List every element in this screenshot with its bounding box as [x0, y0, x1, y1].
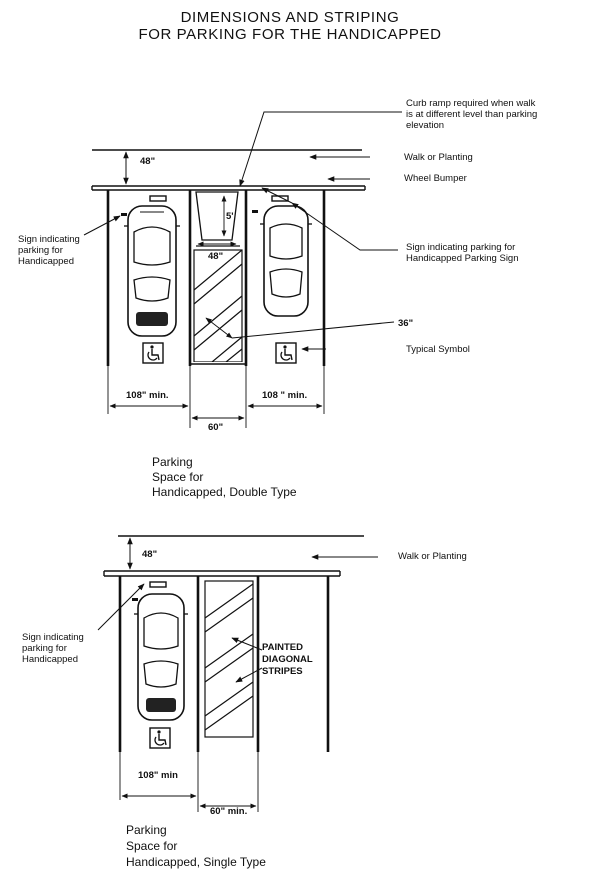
curb-ramp-line-1: Curb ramp required when walk [406, 98, 536, 109]
dim-60-label: 60" [208, 422, 223, 433]
sign-right-line-1: Sign indicating parking for [406, 242, 515, 253]
sign-plate-left [149, 195, 167, 202]
caption-double-3: Handicapped, Double Type [152, 485, 297, 499]
curb-ramp-leader [239, 111, 402, 187]
single-walk-label: Walk or Planting [398, 551, 467, 562]
sign-right-leader-1 [291, 202, 398, 251]
car-right [260, 205, 312, 317]
title-line-1: DIMENSIONS AND STRIPING [181, 9, 400, 26]
sign-left-line-1: Sign indicating [18, 234, 80, 245]
car-left [124, 205, 180, 337]
sign-right-line-2: Handicapped Parking Sign [406, 253, 519, 264]
sign-right-leader-2 [261, 187, 293, 204]
wheelchair-symbol-right-icon [275, 342, 297, 364]
single-type-diagram: 48" Walk or Planting PAINTED DIAGONAL ST… [22, 535, 467, 869]
painted-line-3: STRIPES [262, 666, 303, 677]
single-dim-48-label: 48" [142, 549, 157, 560]
single-wheelchair-symbol-icon [149, 727, 171, 749]
curb-ramp-line-2: is at different level than parking [406, 109, 537, 120]
dim-48-label: 48" [140, 156, 155, 167]
title-line-2: FOR PARKING FOR THE HANDICAPPED [138, 26, 441, 43]
caption-single-2: Space for [126, 839, 177, 853]
caption-single-3: Handicapped, Single Type [126, 855, 266, 869]
diagonal-stripes [193, 249, 243, 362]
sign-left-line-3: Handicapped [18, 256, 74, 267]
sign-left-leader [83, 215, 121, 236]
single-sign-line-3: Handicapped [22, 654, 78, 665]
caption-single-1: Parking [126, 823, 167, 837]
single-car [134, 593, 188, 721]
dim-5-label: 5' [226, 211, 234, 222]
sign-plate-right [271, 195, 289, 202]
single-sign-line-1: Sign indicating [22, 632, 84, 643]
single-sign-line-2: parking for [22, 643, 67, 654]
curb-ramp-line-3: elevation [406, 120, 444, 131]
sign-left-line-2: parking for [18, 245, 63, 256]
caption-double-1: Parking [152, 455, 193, 469]
dim-36-leader [231, 321, 395, 339]
caption-double-2: Space for [152, 470, 203, 484]
painted-line-1: PAINTED [262, 642, 303, 653]
painted-line-2: DIAGONAL [262, 654, 313, 665]
walk-label: Walk or Planting [404, 152, 473, 163]
dim-108-right-label: 108 " min. [262, 390, 307, 401]
dim-36-label: 36" [398, 318, 413, 329]
curb-ramp [195, 191, 239, 241]
single-dim-60-label: 60" min. [210, 806, 247, 817]
single-dim-108-label: 108" min [138, 770, 178, 781]
wheelchair-symbol-left-icon [142, 342, 164, 364]
double-type-diagram: 48" 5' 48" 36" [18, 98, 537, 499]
sign-marker-left [121, 213, 127, 216]
single-diagonal-stripes [204, 580, 254, 738]
single-sign-plate [149, 581, 167, 588]
dim-48-ramp-label: 48" [208, 251, 223, 262]
typical-symbol-label: Typical Symbol [406, 344, 470, 355]
wheel-bumper-label: Wheel Bumper [404, 173, 467, 184]
sign-marker-right [252, 210, 258, 213]
dim-108-left-label: 108" min. [126, 390, 169, 401]
